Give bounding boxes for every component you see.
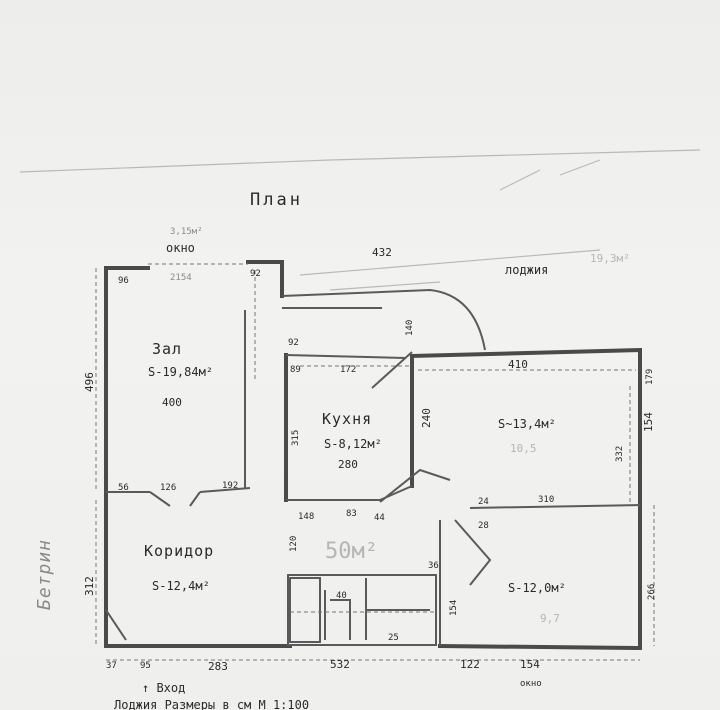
- window-area: 3,15м²: [170, 227, 203, 237]
- dim-25: 25: [388, 633, 399, 643]
- kitchen-width: 280: [338, 458, 358, 471]
- door-swings: [105, 468, 492, 641]
- dim-left-312: 312: [83, 576, 96, 596]
- hall-name: Зал: [152, 340, 182, 358]
- dim-410: 410: [508, 358, 528, 371]
- side-note: Бетрин: [34, 539, 55, 610]
- dim-b95: 95: [140, 661, 151, 671]
- bedroom-area: S~13,4м²: [498, 417, 556, 431]
- window-dims: 2154: [170, 273, 192, 283]
- dimension-lines: [95, 263, 655, 661]
- dim-92: 92: [288, 338, 299, 348]
- dim-332: 332: [615, 446, 625, 462]
- corridor-area: S-12,4м²: [152, 579, 210, 593]
- dim-148: 148: [298, 512, 314, 522]
- dim-126: 126: [160, 483, 176, 493]
- dim-266: 266: [647, 584, 657, 600]
- exterior-walls: [104, 260, 642, 651]
- area-watermark: 50м²: [325, 539, 378, 564]
- dim-b532: 532: [330, 658, 350, 671]
- dim-b122: 122: [460, 658, 480, 671]
- dim-b-window: окно: [520, 679, 542, 689]
- dim-24: 24: [478, 497, 489, 507]
- hall-width: 400: [162, 396, 182, 409]
- top-dim-432: 432: [372, 246, 392, 259]
- corridor-name: Коридор: [144, 542, 214, 560]
- dim-154-right: 154: [642, 412, 655, 432]
- dim-310: 310: [538, 495, 554, 505]
- dim-89: 89: [290, 365, 301, 375]
- hall-area: S-19,84м²: [148, 365, 213, 379]
- dim-left-496: 496: [83, 372, 96, 392]
- plan-title: План: [250, 190, 303, 210]
- paper-smudges: [19, 149, 701, 291]
- dim-96: 96: [118, 276, 129, 286]
- loggia-area: 19,3м²: [590, 252, 630, 265]
- dim-36: 36: [428, 561, 439, 571]
- dim-b37: 37: [106, 661, 117, 671]
- dim-28: 28: [478, 521, 489, 531]
- kitchen-name: Кухня: [322, 410, 372, 428]
- footer-note: Лоджия Размеры в см М 1:100: [114, 698, 309, 710]
- dim-92-top: 92: [250, 269, 261, 279]
- dim-240: 240: [420, 408, 433, 428]
- dim-315: 315: [291, 430, 301, 446]
- window-label: окно: [166, 241, 195, 255]
- bathroom-block: [287, 574, 437, 646]
- bedroom-faint: 10,5: [510, 442, 537, 455]
- room4-faint: 9,7: [540, 612, 560, 625]
- dim-b283: 283: [208, 660, 228, 673]
- dim-83: 83: [346, 509, 357, 519]
- interior-walls: [106, 310, 641, 646]
- dim-40: 40: [336, 591, 347, 601]
- dim-b154: 154: [520, 658, 540, 671]
- kitchen-area: S-8,12м²: [324, 437, 382, 451]
- dim-140: 140: [405, 320, 415, 336]
- dim-192: 192: [222, 481, 238, 491]
- loggia-label: лоджия: [505, 263, 548, 277]
- dim-56: 56: [118, 483, 129, 493]
- dim-172: 172: [340, 365, 356, 375]
- dim-154-small: 154: [449, 600, 459, 616]
- room4-area: S-12,0м²: [508, 581, 566, 595]
- entrance-label: ↑ Вход: [142, 681, 185, 695]
- dim-44: 44: [374, 513, 385, 523]
- dim-120: 120: [289, 536, 299, 552]
- dim-179: 179: [645, 369, 655, 385]
